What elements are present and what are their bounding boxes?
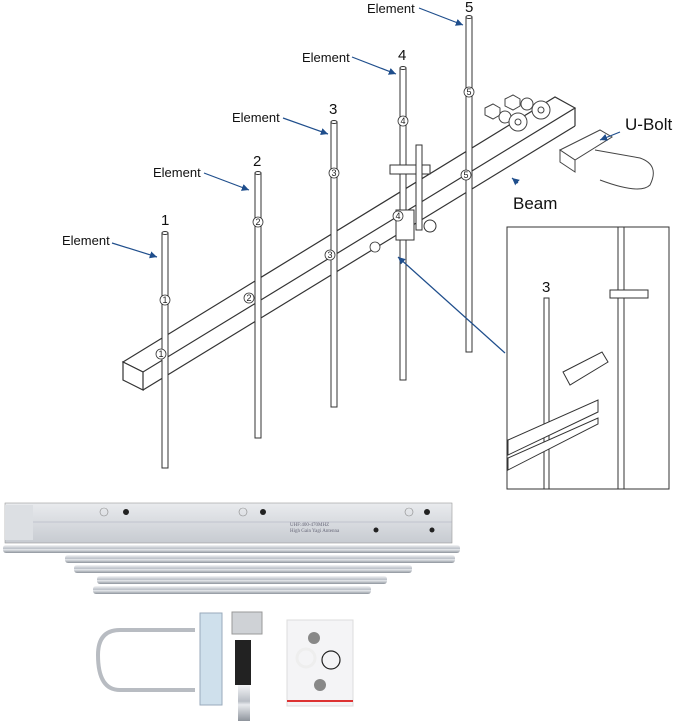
svg-text:1: 1 xyxy=(162,295,167,305)
boom-photo xyxy=(4,502,453,544)
inset-element-number: 3 xyxy=(542,279,551,296)
element-label-4: Element xyxy=(302,50,350,65)
accessories-photo xyxy=(95,611,354,721)
svg-text:2: 2 xyxy=(246,293,251,303)
element-number-2: 2 xyxy=(253,153,262,170)
connector-body xyxy=(231,611,263,635)
clamp-block xyxy=(199,612,223,706)
element-number-5: 5 xyxy=(465,0,474,16)
element-number-4: 4 xyxy=(398,47,407,64)
detail-inset xyxy=(506,226,670,490)
element-label-1: Element xyxy=(62,233,110,248)
svg-text:3: 3 xyxy=(331,168,336,178)
element-rod-5 xyxy=(465,16,473,353)
element-rods-photo xyxy=(3,545,460,594)
element-rods xyxy=(161,15,473,469)
element-label-2: Element xyxy=(153,165,201,180)
rod-photo-1 xyxy=(3,545,460,553)
rod-photo-3 xyxy=(74,565,412,573)
ubolt-label: U-Bolt xyxy=(625,115,673,134)
position-markers: 1 1 2 2 3 3 4 4 5 5 xyxy=(155,86,475,360)
label-arrows xyxy=(111,7,621,354)
boom-plate: UHF:400-470MHZ High Gain Yagi Antenna xyxy=(290,523,339,535)
hardware-washers xyxy=(484,94,551,132)
svg-text:5: 5 xyxy=(466,87,471,97)
rod-photo-2 xyxy=(65,555,455,563)
svg-text:5: 5 xyxy=(463,170,468,180)
boom-plate-line1: UHF:400-470MHZ xyxy=(290,523,330,528)
element-rod-2 xyxy=(254,172,262,439)
rod-photo-5 xyxy=(93,586,371,594)
beam-label: Beam xyxy=(513,194,558,213)
rod-photo-4 xyxy=(97,576,387,584)
svg-text:1: 1 xyxy=(158,349,163,359)
svg-text:2: 2 xyxy=(255,217,260,227)
svg-text:4: 4 xyxy=(400,116,405,126)
element-label-5: Element xyxy=(367,1,415,16)
beam xyxy=(121,96,577,391)
svg-text:3: 3 xyxy=(327,250,332,260)
u-bolt xyxy=(559,129,654,190)
element-number-1: 1 xyxy=(161,212,170,229)
element-number-3: 3 xyxy=(329,101,338,118)
boom-plate-line2: High Gain Yagi Antenna xyxy=(290,529,340,534)
element-label-3: Element xyxy=(232,110,280,125)
element-rod-3 xyxy=(330,121,338,408)
svg-text:4: 4 xyxy=(395,211,400,221)
